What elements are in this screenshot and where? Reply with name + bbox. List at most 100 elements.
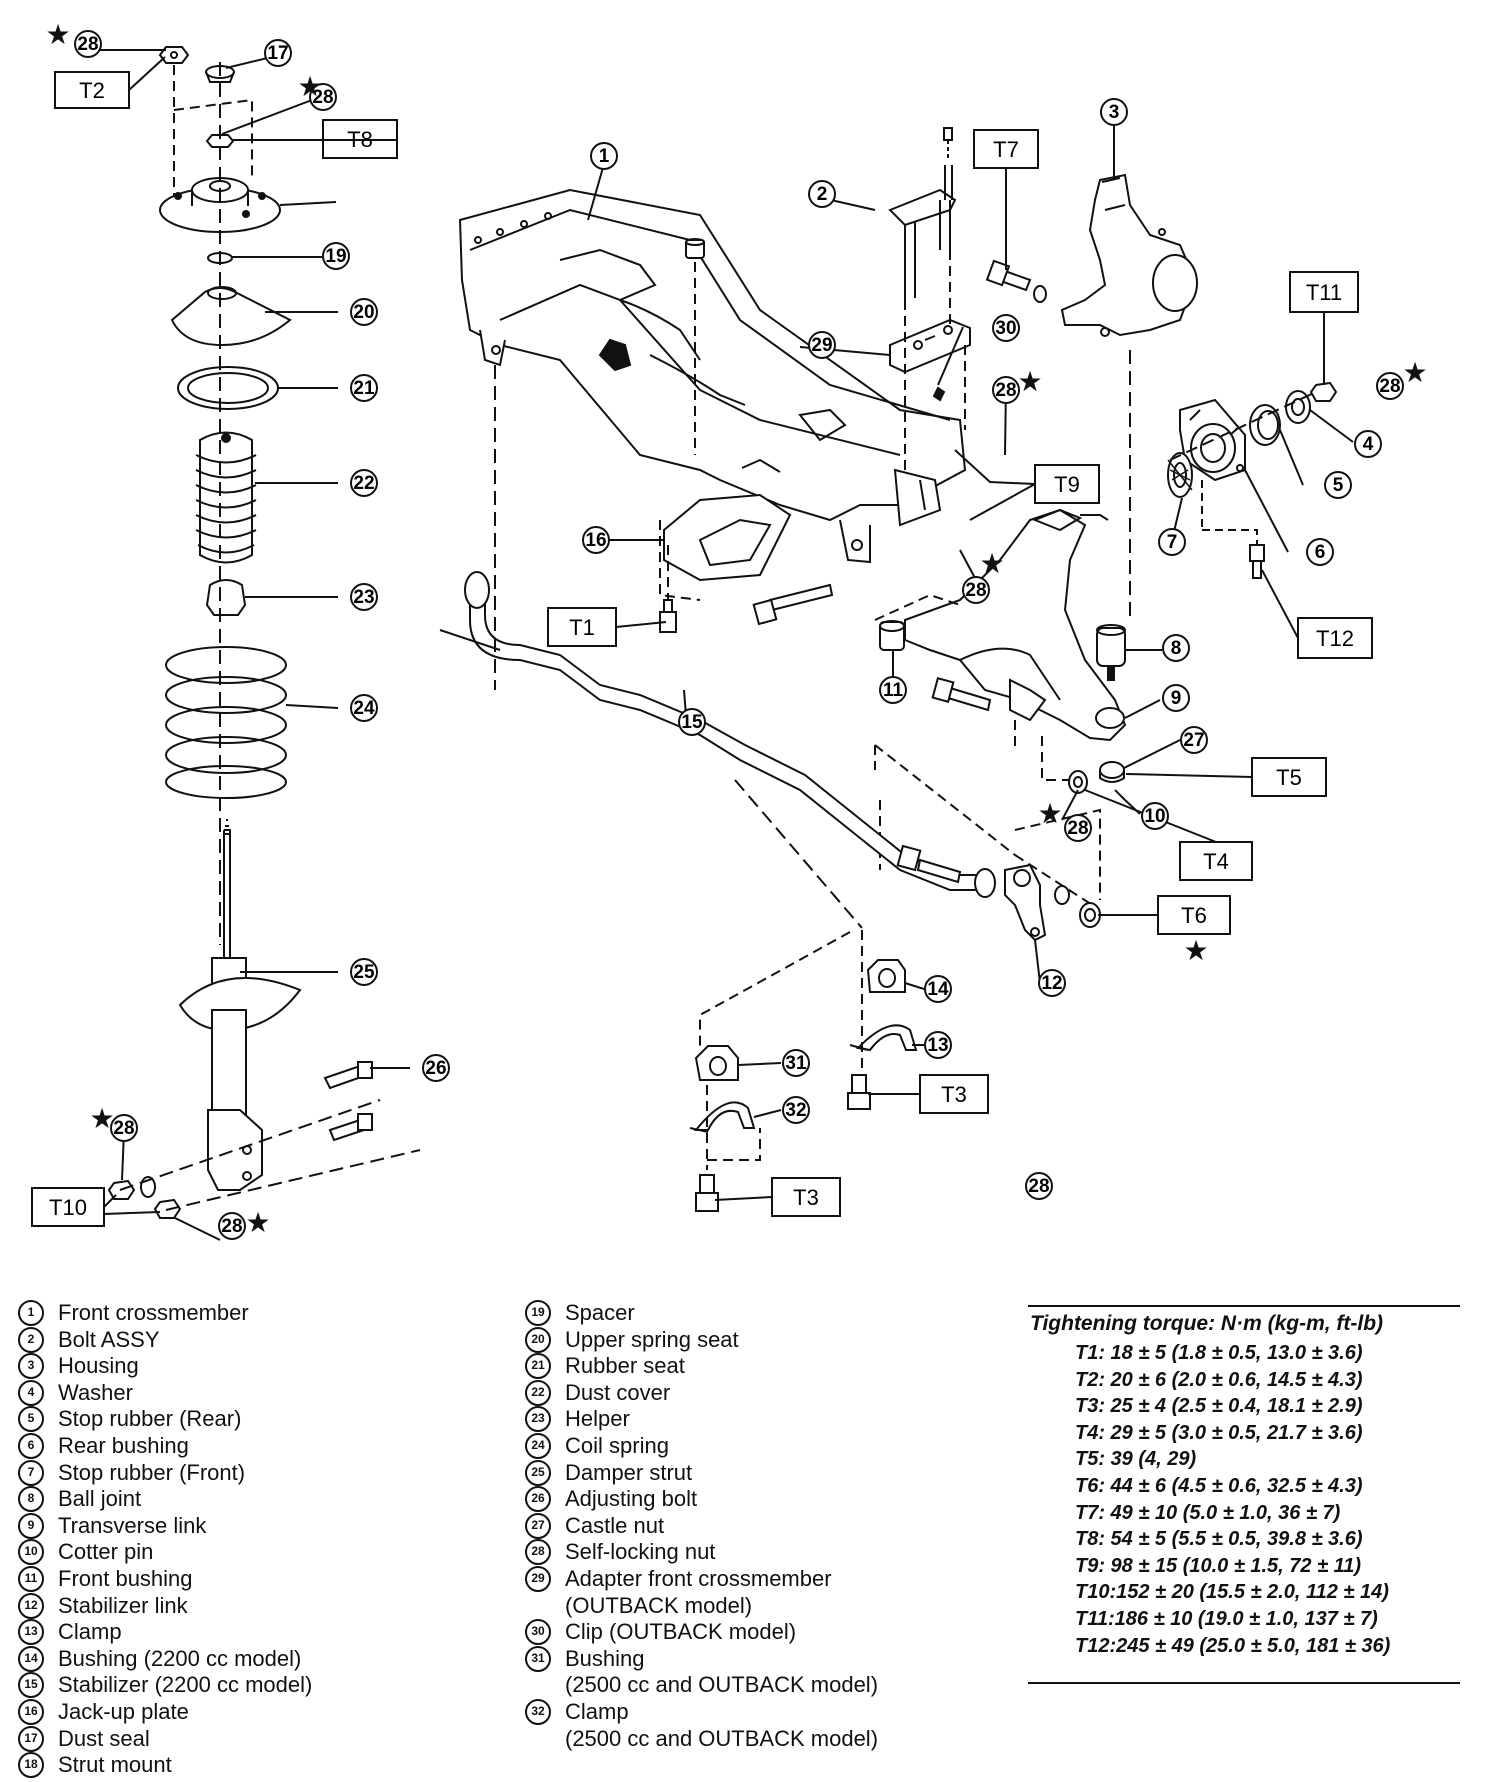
callout-12: 12 bbox=[1038, 969, 1066, 997]
torque-box-label-t4: T4 bbox=[1203, 849, 1229, 874]
legend-number: 31 bbox=[525, 1645, 551, 1672]
callout-28: 28 bbox=[1064, 814, 1092, 842]
t4-nut bbox=[1068, 770, 1088, 794]
star-icon: ★ bbox=[1017, 366, 1042, 397]
callout-32: 32 bbox=[782, 1096, 810, 1124]
legend-text: Front crossmember bbox=[58, 1300, 249, 1325]
legend-number bbox=[525, 1593, 551, 1619]
washer bbox=[1285, 390, 1311, 424]
legend-item: 22 Dust cover bbox=[525, 1379, 1025, 1407]
torque-box-label-t5: T5 bbox=[1276, 765, 1302, 790]
legend-text: Stabilizer link bbox=[58, 1592, 188, 1618]
legend-number: 30 bbox=[525, 1619, 551, 1646]
callouts: 1234567891011121314151617281920212223242… bbox=[74, 30, 1404, 1240]
callout-21: 21 bbox=[350, 374, 378, 402]
legend-number: 11 bbox=[18, 1565, 44, 1592]
star-icon: ★ bbox=[245, 1207, 270, 1238]
legend-item: 5 Stop rubber (Rear) bbox=[18, 1406, 488, 1433]
legend-text: Clamp bbox=[565, 1698, 629, 1724]
torque-item: T2: 20 ± 6 (2.0 ± 0.6, 14.5 ± 4.3) bbox=[1075, 1368, 1363, 1391]
callout-28: 28 bbox=[110, 1114, 138, 1142]
svg-text:2: 2 bbox=[817, 184, 828, 205]
t6-nut bbox=[1079, 902, 1101, 928]
self-locking-nut-t8 bbox=[205, 134, 235, 148]
legend-number: 1 bbox=[18, 1300, 44, 1326]
legend-number: 32 bbox=[525, 1698, 551, 1725]
legend-number: 22 bbox=[525, 1379, 551, 1406]
callout-8: 8 bbox=[1162, 634, 1190, 662]
legend-text: Front bushing bbox=[58, 1565, 193, 1591]
callout-25: 25 bbox=[350, 958, 378, 986]
t1-bolt bbox=[659, 599, 677, 633]
svg-text:28: 28 bbox=[1379, 376, 1400, 397]
callout-27: 27 bbox=[1180, 726, 1208, 754]
callout-7: 7 bbox=[1158, 528, 1186, 556]
svg-text:6: 6 bbox=[1315, 542, 1326, 563]
torque-item: T9: 98 ± 15 (10.0 ± 1.5, 72 ± 11) bbox=[1075, 1554, 1362, 1577]
legend-number: 5 bbox=[18, 1406, 44, 1433]
legend-text: Helper bbox=[565, 1406, 630, 1432]
legend-item: (2500 cc and OUTBACK model) bbox=[525, 1672, 1025, 1699]
legend-text: Housing bbox=[58, 1353, 139, 1379]
callout-19: 19 bbox=[322, 242, 350, 270]
callout-3: 3 bbox=[1100, 98, 1128, 126]
legend-item: 1 Front crossmember bbox=[18, 1300, 488, 1327]
svg-text:25: 25 bbox=[353, 962, 375, 983]
adjusting-bolts bbox=[323, 1061, 373, 1142]
callout-28: 28 bbox=[309, 83, 337, 111]
legend-number: 20 bbox=[525, 1326, 551, 1353]
bushing-14 bbox=[866, 959, 906, 993]
legend-text: Bushing bbox=[565, 1645, 645, 1671]
legend-text: (OUTBACK model) bbox=[565, 1592, 753, 1618]
legend-number: 18 bbox=[18, 1752, 44, 1779]
legend-number: 3 bbox=[18, 1353, 44, 1380]
svg-text:28: 28 bbox=[221, 1216, 242, 1237]
legend-number: 2 bbox=[18, 1326, 44, 1353]
callout-10: 10 bbox=[1141, 802, 1169, 830]
legend-text: Cotter pin bbox=[58, 1539, 154, 1565]
bolt-assy bbox=[888, 127, 957, 300]
legend-text: Upper spring seat bbox=[565, 1326, 739, 1352]
legend-text: Dust cover bbox=[565, 1379, 671, 1405]
legend-number: 24 bbox=[525, 1432, 551, 1459]
legend-item: 23 Helper bbox=[525, 1406, 1025, 1433]
legend-number: 4 bbox=[18, 1379, 44, 1406]
legend-number: 13 bbox=[18, 1619, 44, 1646]
svg-text:4: 4 bbox=[1363, 434, 1374, 455]
callout-28: 28 bbox=[1376, 372, 1404, 400]
housing bbox=[1060, 173, 1198, 337]
legend-number: 23 bbox=[525, 1406, 551, 1433]
link-bolt bbox=[931, 677, 992, 712]
svg-text:23: 23 bbox=[353, 587, 374, 608]
torque-item: T4: 29 ± 5 (3.0 ± 0.5, 21.7 ± 3.6) bbox=[1075, 1421, 1363, 1444]
t11-nut bbox=[1309, 381, 1338, 402]
svg-text:32: 32 bbox=[785, 1100, 806, 1121]
torque-box-label-t2: T2 bbox=[79, 78, 105, 103]
svg-text:15: 15 bbox=[681, 712, 703, 733]
front-bushing bbox=[879, 620, 905, 651]
svg-text:28: 28 bbox=[995, 380, 1016, 401]
legend-text: Stabilizer (2200 cc model) bbox=[58, 1672, 313, 1698]
legend-text: Stop rubber (Rear) bbox=[58, 1406, 242, 1432]
legend-item: 3 Housing bbox=[18, 1353, 488, 1380]
torque-rule-top bbox=[1028, 1305, 1460, 1307]
callout-14: 14 bbox=[924, 975, 952, 1003]
legend-text: Washer bbox=[58, 1379, 133, 1405]
callout-28: 28 bbox=[218, 1212, 246, 1240]
legend-text: Stop rubber (Front) bbox=[58, 1459, 246, 1485]
legend-text: Rear bushing bbox=[58, 1432, 189, 1458]
svg-text:28: 28 bbox=[312, 87, 333, 108]
star-icon: ★ bbox=[1037, 798, 1062, 829]
callout-4: 4 bbox=[1354, 430, 1382, 458]
legend-item: 11 Front bushing bbox=[18, 1565, 488, 1593]
